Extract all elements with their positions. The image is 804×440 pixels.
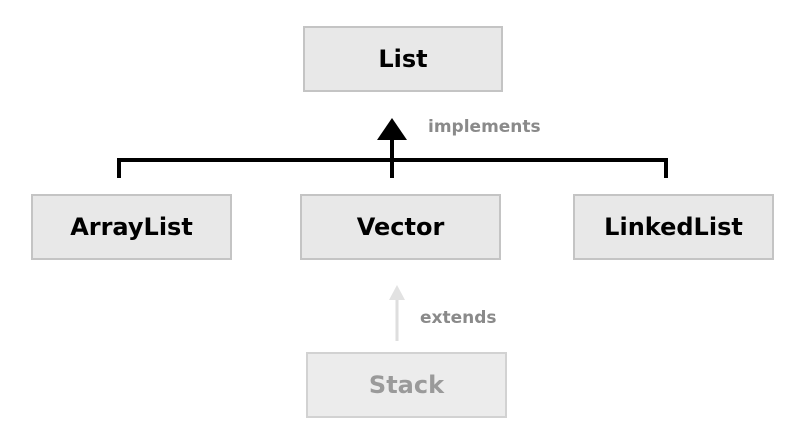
- vector-node: Vector: [300, 194, 501, 260]
- extends-arrowhead-icon: [389, 285, 405, 300]
- list-node-label: List: [378, 45, 428, 73]
- stack-node: Stack: [306, 352, 507, 418]
- implements-label: implements: [428, 117, 541, 137]
- arraylist-node-label: ArrayList: [70, 213, 193, 241]
- extends-label: extends: [420, 308, 497, 328]
- arraylist-node: ArrayList: [31, 194, 232, 260]
- linkedlist-node: LinkedList: [573, 194, 774, 260]
- implements-arrowhead-icon: [377, 118, 407, 140]
- vector-node-label: Vector: [356, 213, 445, 241]
- linkedlist-node-label: LinkedList: [604, 213, 743, 241]
- stack-node-label: Stack: [368, 371, 445, 399]
- list-node: List: [303, 26, 503, 92]
